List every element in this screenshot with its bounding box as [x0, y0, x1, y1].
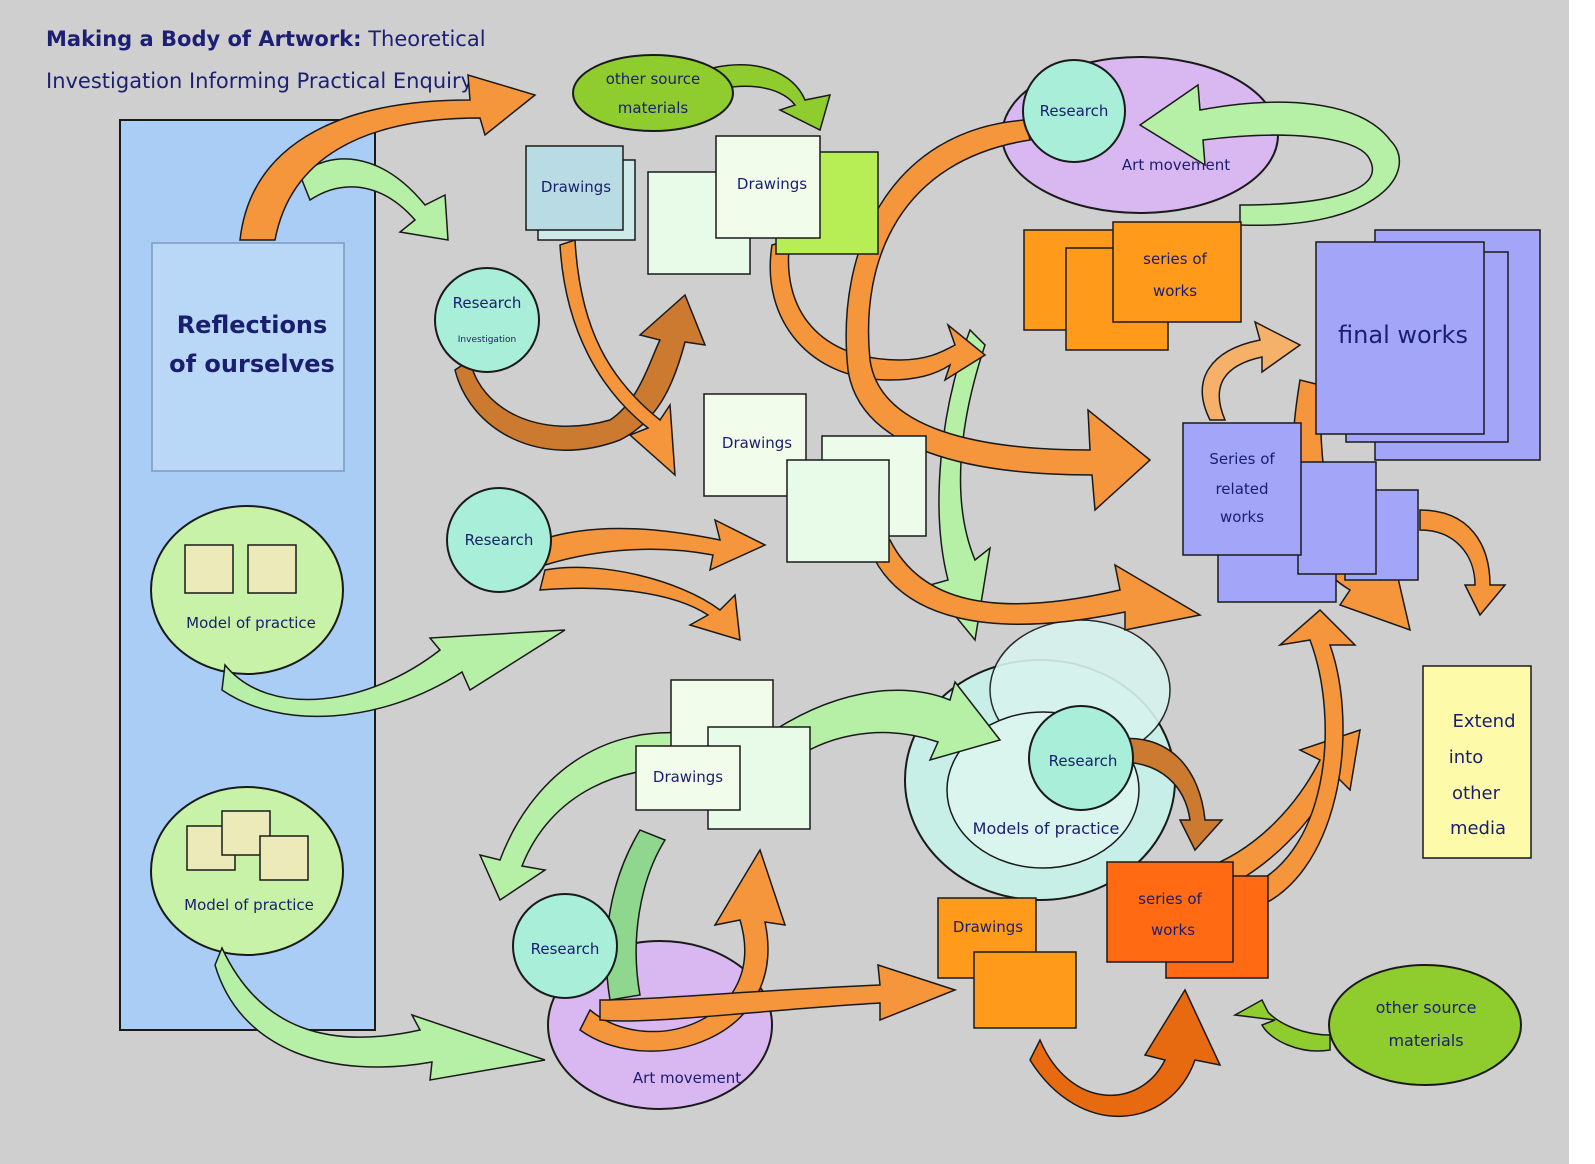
- art-movement-ellipse-bottom: [547, 940, 773, 1110]
- green-arrow-loop: [1138, 83, 1401, 226]
- orange-arrow: [769, 238, 987, 382]
- drawing-box: [786, 459, 890, 563]
- orange-arrow: [539, 566, 741, 642]
- model-square: [259, 835, 309, 881]
- green-arrow: [758, 680, 1002, 772]
- orange-arrow: [1419, 509, 1507, 617]
- green-arrow: [299, 158, 449, 241]
- series-works-bottom-label-2: works: [1151, 921, 1195, 939]
- research-circle-top: [1022, 59, 1126, 163]
- title-rest: Theoretical: [368, 27, 486, 51]
- research-investigation-label-2: Investigation: [458, 335, 516, 345]
- final-works-card: [1315, 241, 1485, 435]
- orange-arrow: [1108, 737, 1224, 852]
- model-square: [184, 544, 234, 594]
- title-bold: Making a Body of Artwork:: [46, 27, 362, 51]
- research-circle-bottom: [512, 893, 618, 999]
- extend-label-1: Extend: [1453, 711, 1516, 732]
- orange-arrow: [239, 73, 537, 241]
- related-works-card: [1297, 461, 1377, 575]
- orange-arrow: [869, 538, 1203, 631]
- green-arrow: [214, 946, 546, 1081]
- title-line2: Investigation Informing Practical Enquir…: [46, 69, 474, 93]
- green-arrow: [605, 829, 667, 1001]
- other-source-ellipse-bottom: [1328, 964, 1522, 1086]
- reflections-label-2: of ourselves: [169, 350, 335, 378]
- reflections-label-1: Reflections: [177, 311, 328, 339]
- research-circle-mid: [446, 487, 552, 593]
- drawing-box: [715, 135, 821, 239]
- green-arrow: [221, 629, 566, 718]
- orange-arrow: [1029, 988, 1222, 1118]
- series-works-top-label-1: series of: [1143, 250, 1207, 268]
- art-movement-label-top: Art movement: [1122, 156, 1230, 174]
- extend-label-3: other: [1452, 783, 1501, 804]
- models-of-practice-label: Models of practice: [973, 819, 1120, 838]
- drawings-label-5: Drawings: [953, 918, 1023, 936]
- model-practice-label-2: Model of practice: [184, 896, 314, 914]
- drawings-label-1: Drawings: [541, 178, 611, 196]
- other-source-bottom-label-1: other source: [1376, 998, 1477, 1017]
- green-arrow: [1232, 998, 1331, 1052]
- research-circle-models: [1028, 705, 1134, 811]
- art-movement-label-bottom: Art movement: [633, 1069, 741, 1087]
- extend-label-4: media: [1450, 818, 1506, 839]
- series-related-label-1: Series of: [1209, 450, 1275, 468]
- model-practice-label-1: Model of practice: [186, 614, 316, 632]
- drawing-box: [635, 745, 741, 811]
- model-square: [221, 810, 271, 856]
- drawing-box: [973, 951, 1077, 1029]
- other-source-top-label-2: materials: [618, 99, 689, 117]
- research-models-label: Research: [1049, 752, 1118, 770]
- research-top-label: Research: [1040, 102, 1109, 120]
- orange-arrow: [599, 963, 958, 1022]
- research-bottom-label: Research: [531, 940, 600, 958]
- research-circle-investigation: [434, 267, 540, 373]
- orange-arrow: [1201, 320, 1302, 421]
- series-related-label-2: related: [1215, 480, 1268, 498]
- research-investigation-label-1: Research: [453, 294, 522, 312]
- orange-arrow: [1238, 608, 1357, 911]
- final-works-label: final works: [1338, 321, 1468, 349]
- model-square: [247, 544, 297, 594]
- orange-arrow: [539, 518, 767, 572]
- research-mid-label: Research: [465, 531, 534, 549]
- series-works-card: [1112, 221, 1242, 323]
- green-arrow: [928, 328, 992, 642]
- model-practice-circle-1: [150, 505, 344, 675]
- series-works-top-label-2: works: [1153, 282, 1197, 300]
- drawing-box: [525, 145, 624, 231]
- extend-box: [1422, 665, 1532, 859]
- related-works-card: [1182, 422, 1302, 556]
- extend-label-2: into: [1449, 747, 1483, 768]
- drawings-label-4: Drawings: [653, 768, 723, 786]
- series-works-card: [1106, 861, 1234, 963]
- drawings-label-3: Drawings: [722, 434, 792, 452]
- drawing-box: [703, 393, 807, 497]
- drawings-label-2: Drawings: [737, 175, 807, 193]
- reflections-box: [151, 242, 345, 472]
- series-works-bottom-label-1: series of: [1138, 890, 1202, 908]
- orange-arrow: [559, 238, 676, 477]
- series-related-label-3: works: [1220, 508, 1264, 526]
- other-source-bottom-label-2: materials: [1388, 1031, 1463, 1050]
- other-source-top-label-1: other source: [606, 70, 701, 88]
- orange-arrow: [1199, 728, 1361, 896]
- diagram-title: Making a Body of Artwork: Theoretical In…: [46, 18, 486, 102]
- other-source-ellipse-top: [572, 54, 734, 132]
